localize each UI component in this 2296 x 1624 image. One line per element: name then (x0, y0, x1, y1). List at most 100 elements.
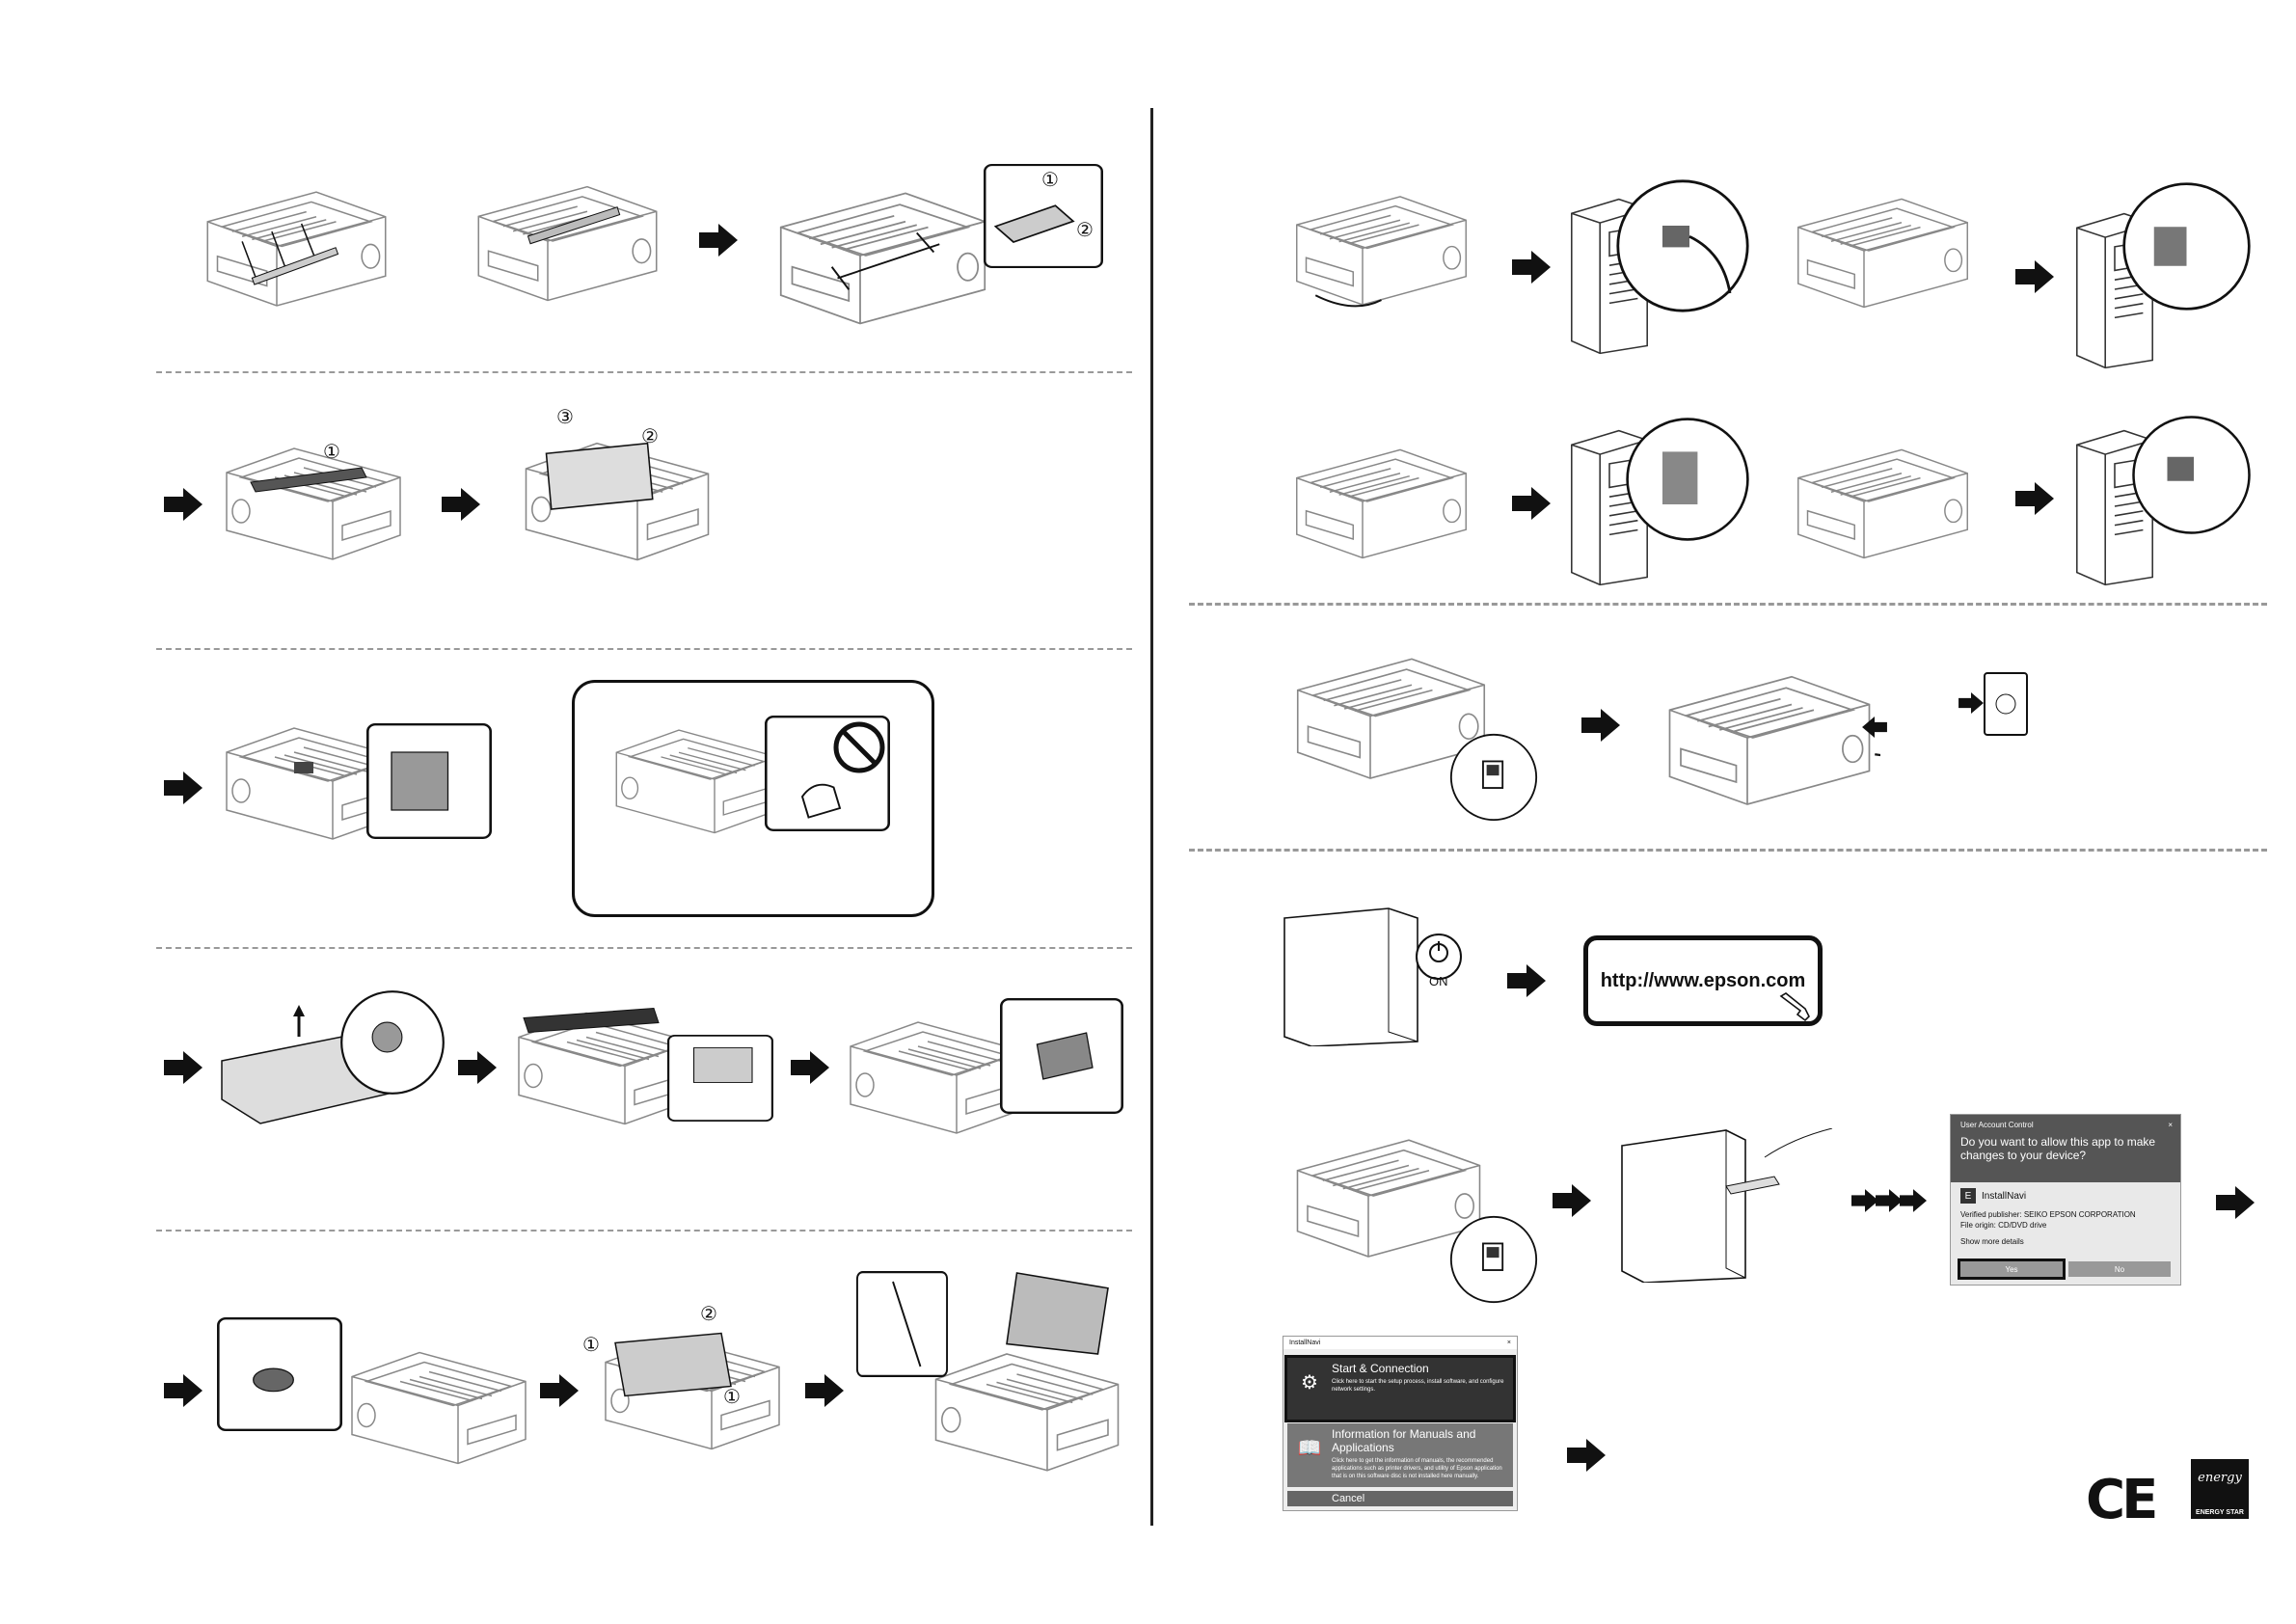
callout-1: ① (582, 1333, 600, 1356)
center-divider (1150, 108, 1153, 1526)
arrow-right-icon (164, 1374, 203, 1407)
zoom-network-cable (2131, 415, 2252, 535)
arrow-right-icon (1512, 251, 1551, 284)
printer-roller-illustration (469, 164, 666, 318)
printer-cover-remove-illustration: ③ ② (516, 405, 718, 593)
arrow-right-icon (164, 771, 203, 804)
uac-more-details[interactable]: Show more details (1960, 1237, 2024, 1246)
energy-star-script: energy (2198, 1471, 2242, 1485)
no-button[interactable]: No (2068, 1261, 2171, 1277)
divider-left-3 (156, 947, 1132, 949)
zoom-parallel-cable (2121, 181, 2252, 311)
computer-disc-insert-illustration (1620, 1128, 1842, 1283)
item-title: Information for Manuals and Applications (1332, 1427, 1476, 1454)
inset-knob-turn (217, 1317, 342, 1431)
callout-2: ② (700, 1302, 717, 1325)
inset-ribbon-guide (667, 1035, 773, 1122)
callout-1: ① (323, 440, 340, 463)
uac-origin: File origin: CD/DVD drive (1960, 1221, 2047, 1230)
callout-1: ① (723, 1385, 741, 1408)
divider-left-2 (156, 648, 1132, 650)
item-title: Start & Connection (1332, 1362, 1429, 1375)
arrow-right-icon (1900, 1184, 1927, 1217)
book-icon: 📖 (1297, 1437, 1322, 1459)
installnavi-app-icon: E (1960, 1188, 1976, 1204)
printer-cover-close-illustration: ① ② ① (582, 1302, 789, 1480)
user-account-control-dialog: User Account Control× Do you want to all… (1950, 1114, 2181, 1286)
arrow-right-icon (442, 488, 480, 521)
divider-left-1 (156, 371, 1132, 373)
printer-network-port-illustration (1789, 415, 1977, 588)
arrow-right-icon (1567, 1439, 1606, 1472)
arrow-right-icon (1553, 1184, 1591, 1217)
ce-mark-logo: CE (2086, 1469, 2158, 1531)
callout-2: ② (641, 424, 659, 447)
uac-publisher: Verified publisher: SEIKO EPSON CORPORAT… (1960, 1210, 2136, 1219)
arrow-right-icon (1851, 1184, 1878, 1217)
arrow-right-icon (1507, 964, 1546, 997)
divider-right-2 (1189, 849, 2267, 852)
printer-paper-guide-illustration (198, 172, 395, 321)
ribbon-install-illustration (509, 982, 702, 1150)
printer-usb-port-illustration (1287, 164, 1475, 333)
divider-left-4 (156, 1230, 1132, 1232)
inset-do-not-touch (765, 716, 890, 831)
printer-guide-install-illustration (770, 178, 996, 333)
wall-outlet-icon (1982, 670, 2030, 738)
uac-question: Do you want to allow this app to make ch… (1960, 1135, 2156, 1162)
arrow-right-icon (2015, 260, 2054, 293)
url-text[interactable]: http://www.epson.com (1600, 969, 1806, 991)
arrow-right-icon (2015, 482, 2054, 515)
url-box[interactable]: http://www.epson.com (1583, 935, 1823, 1026)
printer-parallel-port-illustration (1789, 164, 1977, 338)
zoom-power-switch (1449, 733, 1538, 822)
uac-app-name: InstallNavi (1982, 1190, 2027, 1202)
power-on-icon (1415, 933, 1463, 981)
inset-head-detail (366, 723, 492, 839)
zoom-usb-cable (1615, 178, 1750, 313)
arrow-right-icon (1512, 487, 1551, 520)
printer-serial-port-illustration (1287, 415, 1475, 588)
power-on-label: ON (1429, 974, 1448, 988)
printer-paper-support-illustration (926, 1259, 1128, 1490)
cancel-button[interactable]: Cancel (1287, 1491, 1513, 1506)
callout-3: ③ (556, 405, 574, 428)
energy-star-logo: energy ENERGY STAR (2191, 1459, 2249, 1519)
close-icon[interactable]: × (2168, 1121, 2173, 1129)
callout-2: ② (1076, 218, 1094, 241)
arrow-right-icon (1958, 692, 1985, 714)
installnavi-window: InstallNavi × ⚙ Start & Connection Click … (1283, 1336, 1518, 1511)
printer-power-cable-illustration (1659, 665, 1880, 810)
inset-ribbon-lock (1000, 998, 1123, 1114)
installnavi-title: InstallNavi (1289, 1340, 1321, 1346)
printer-cover-open-illustration: ① (217, 415, 410, 588)
arrow-right-icon (1581, 709, 1620, 742)
start-connection-item[interactable]: ⚙ Start & Connection Click here to start… (1284, 1355, 1516, 1422)
manuals-applications-item[interactable]: 📖 Information for Manuals and Applicatio… (1287, 1423, 1513, 1487)
yes-button[interactable]: Yes (1958, 1259, 2066, 1280)
divider-right-1 (1189, 603, 2267, 606)
zoom-power-switch-on (1449, 1215, 1538, 1304)
printer-head-illustration (217, 704, 410, 858)
arrow-right-icon (458, 1051, 497, 1084)
arrow-right-icon (540, 1374, 579, 1407)
arrow-right-icon (1876, 1184, 1903, 1217)
arrow-left-icon (1861, 717, 1888, 738)
inset-paper-support (856, 1271, 948, 1377)
printer-ribbon-tighten-illustration (342, 1326, 535, 1485)
close-icon[interactable]: × (1506, 1340, 1511, 1346)
item-desc: Click here to get the information of man… (1332, 1458, 1502, 1479)
arrow-right-icon (805, 1374, 844, 1407)
inset-lever-detail: ① ② (984, 164, 1103, 268)
arrow-right-icon (791, 1051, 829, 1084)
zoom-serial-cable (1625, 417, 1750, 542)
prohibited-icon (832, 720, 886, 774)
printer-caution-illustration (608, 712, 786, 847)
arrow-right-icon (699, 224, 738, 257)
arrow-right-icon (164, 1051, 203, 1084)
zoom-ribbon-knob (339, 989, 446, 1096)
callout-1: ① (1041, 168, 1059, 191)
pointing-hand-icon (1776, 991, 1815, 1025)
arrow-right-icon (164, 488, 203, 521)
arrow-right-icon (2216, 1186, 2255, 1219)
